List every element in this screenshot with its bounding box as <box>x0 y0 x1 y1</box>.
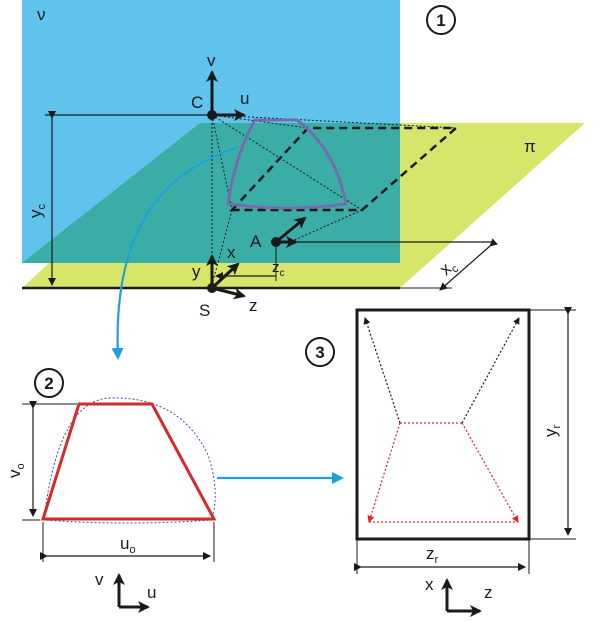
panel-number-1: 1 <box>436 11 445 30</box>
label-nu: ν <box>37 5 46 24</box>
label-z-S: z <box>249 296 258 315</box>
origin-S <box>207 283 217 293</box>
label-A: A <box>250 232 262 251</box>
vo-label: vo <box>5 463 27 478</box>
panel-3-world-plane: 3 yr zr x z <box>305 307 576 617</box>
label-pi: π <box>524 137 536 156</box>
image-region-curved <box>226 118 348 210</box>
label-u-top: u <box>240 89 249 108</box>
yc-label: yc <box>26 204 48 219</box>
panel-number-2: 2 <box>44 374 53 393</box>
transition-arrow-1-to-2 <box>111 146 237 360</box>
yr-label: yr <box>541 425 563 438</box>
zr-label: zr <box>426 544 439 566</box>
uo-label: uo <box>120 534 136 556</box>
axis-u-label: u <box>147 583 156 602</box>
result-extension-rays <box>363 317 520 424</box>
panel-1-perspective: yc C v u A zc <box>22 0 585 320</box>
label-C: C <box>191 93 203 112</box>
axis-z-label: z <box>484 583 493 602</box>
rectified-trapezoid <box>40 402 217 521</box>
result-rectangle <box>355 308 531 541</box>
camera-center-point <box>207 110 217 120</box>
zc-label: zc <box>272 259 285 279</box>
distorted-outline <box>43 397 216 524</box>
axis-v-label: v <box>95 570 104 589</box>
label-x-S: x <box>227 243 236 262</box>
axis-x-label: x <box>425 575 434 594</box>
xc-dimension <box>439 238 498 291</box>
label-S: S <box>199 301 210 320</box>
label-y-S: y <box>192 262 201 281</box>
label-v-top: v <box>207 51 216 70</box>
result-trapezoid <box>367 422 519 523</box>
panel-2-image-plane: 2 vo uo v u <box>5 368 217 613</box>
panel-number-3: 3 <box>315 343 324 362</box>
xc-label: xc <box>436 255 461 281</box>
